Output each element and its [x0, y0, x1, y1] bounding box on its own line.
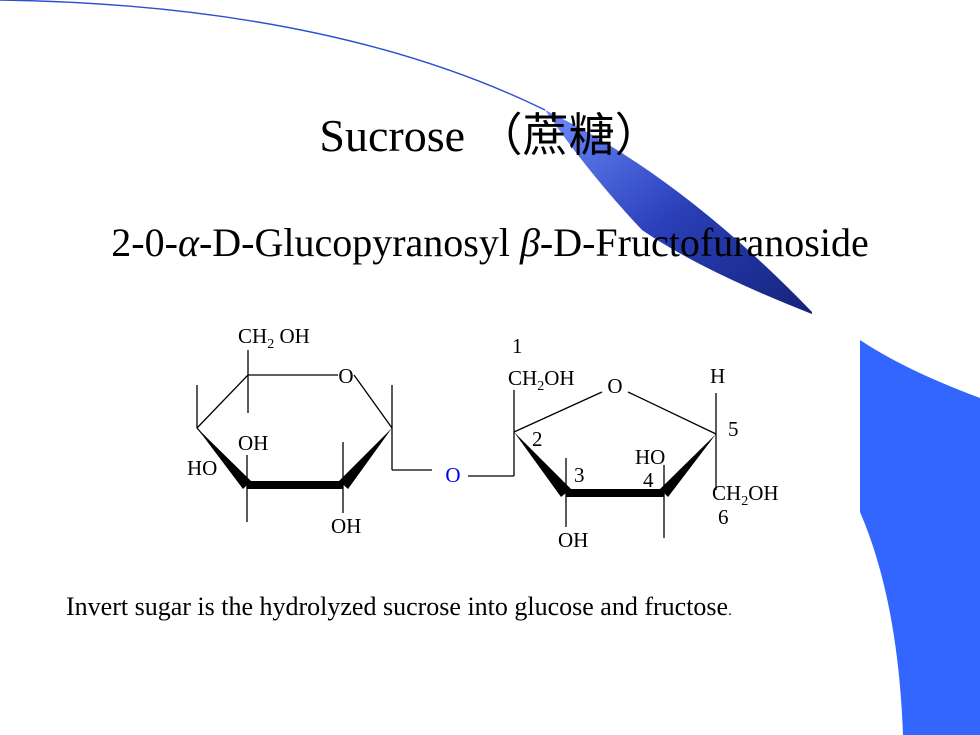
caption-body: Invert sugar is the hydrolyzed sucrose i…	[66, 592, 729, 621]
glucose-ring	[196, 350, 432, 522]
fructose-bold-bottom-edge	[566, 489, 664, 497]
fructose-h-label: H	[710, 364, 725, 388]
fructose-ring-oxygen: O	[607, 374, 622, 398]
fructose-number-6: 6	[718, 505, 729, 529]
beta-symbol: β	[519, 220, 540, 265]
glucose-bold-bottom-edge	[247, 481, 343, 489]
fructose-number-5: 5	[728, 417, 739, 441]
subtitle-part2: -D-Glucopyranosyl	[198, 220, 520, 265]
glucose-ch2oh-label: CH2 OH	[238, 324, 310, 352]
glucose-bold-edge-left	[197, 428, 251, 489]
blue-sidebar-shape	[860, 340, 980, 735]
fructose-number-1: 1	[512, 334, 523, 358]
slide-subtitle: 2-0-α-D-Glucopyranosyl β-D-Fructofuranos…	[0, 219, 980, 266]
fructose-number-2: 2	[532, 427, 543, 451]
fructose-bold-edge-left	[514, 432, 571, 497]
caption-text: Invert sugar is the hydrolyzed sucrose i…	[66, 592, 946, 622]
glucose-bold-edge-right	[339, 428, 392, 489]
fructose-number-3: 3	[574, 463, 585, 487]
top-arc-line	[0, 0, 546, 111]
blue-swoosh-shape	[545, 110, 812, 314]
caption-period: .	[728, 603, 732, 619]
fructose-ring	[468, 390, 717, 538]
subtitle-part1: 2-0-	[111, 220, 178, 265]
glucose-ring-oxygen: O	[338, 364, 353, 388]
fructose-ch2oh-right: CH2OH	[712, 481, 779, 509]
fructose-number-4: 4	[643, 468, 654, 492]
slide-title: Sucrose （蔗糖）	[0, 99, 980, 165]
fructose-ho-label: HO	[635, 445, 665, 469]
fructose-oh-label: OH	[558, 528, 588, 552]
glycosidic-oxygen: O	[445, 463, 460, 487]
alpha-symbol: α	[177, 220, 199, 265]
title-english: Sucrose	[319, 110, 466, 161]
glucose-oh-lower: OH	[331, 514, 361, 538]
glucose-ho-left: HO	[187, 456, 217, 480]
subtitle-part3: -D-Fructofuranoside	[539, 220, 869, 265]
fructose-bold-edge-right	[660, 434, 716, 497]
title-chinese: （蔗糖）	[476, 110, 661, 161]
fructose-ch2oh-top: CH2OH	[508, 366, 575, 394]
glucose-oh-upper: OH	[238, 431, 268, 455]
